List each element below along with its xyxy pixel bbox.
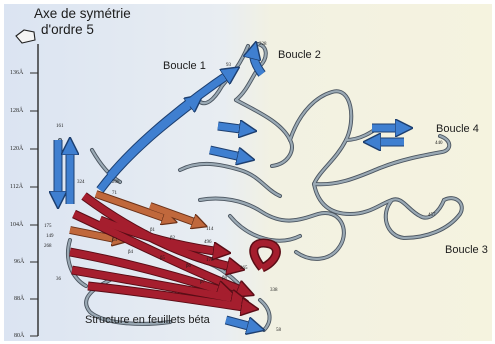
residue-number: 175 (44, 224, 52, 229)
axis-tick-120: 120Å (10, 146, 23, 152)
residue-number: 324 (77, 180, 85, 185)
caption-beta-sheet: Structure en feuillets béta (85, 315, 210, 326)
residue-number: 338 (270, 288, 278, 293)
strand-label: β7 (200, 280, 205, 285)
loop-label-2: Boucle 2 (278, 50, 321, 61)
residue-number: 208 (112, 180, 120, 185)
residue-number: 149 (46, 234, 54, 239)
residue-number: 440 (435, 141, 443, 146)
loop-label-4: Boucle 4 (436, 124, 479, 135)
residue-number: 58 (276, 328, 281, 333)
loop-label-1: Boucle 1 (163, 61, 206, 72)
residue-number: 114 (206, 227, 213, 232)
strand-label: β5 (160, 256, 165, 261)
residue-number: 265 (240, 266, 248, 271)
residue-number: 496 (204, 240, 212, 245)
axis-tick-104: 104Å (10, 222, 23, 228)
residue-number: 36 (56, 277, 61, 282)
residue-number: 268 (44, 244, 52, 249)
residue-number: 71 (112, 191, 117, 196)
residue-number: 228 (259, 42, 267, 47)
residue-number: 457 (428, 213, 436, 218)
strand-label: β1 (150, 228, 155, 233)
loop-label-3: Boucle 3 (445, 245, 488, 256)
residue-number: 161 (56, 124, 64, 129)
residue-number: 93 (226, 63, 231, 68)
strand-label: β3 (112, 238, 117, 243)
axis-tick-136: 136Å (10, 70, 23, 76)
strand-label: β6 (186, 264, 191, 269)
axis-tick-88: 88Å (14, 296, 24, 302)
axis-tick-112: 112Å (10, 184, 23, 190)
axis-tick-128: 128Å (10, 108, 23, 114)
title-line-2: d'ordre 5 (41, 23, 94, 37)
title-line-1: Axe de symétrie (34, 7, 131, 21)
axis-tick-96: 96Å (14, 259, 24, 265)
strand-label: β2 (170, 236, 175, 241)
residue-number: 178 (206, 258, 214, 263)
strand-label: β4 (128, 250, 133, 255)
strand-label: β8 (222, 276, 227, 281)
axis-tick-80: 80Å (14, 333, 24, 339)
